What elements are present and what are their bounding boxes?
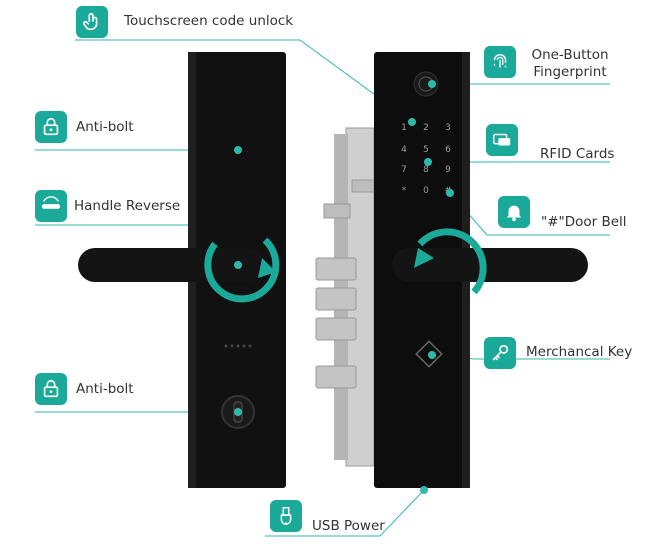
key-label: Merchancal Key [526, 344, 633, 360]
bell-icon [498, 196, 530, 228]
rfid-dot [424, 158, 432, 166]
key-dot [428, 351, 436, 359]
keypad-key: 5 [423, 145, 429, 155]
doorbell-label: "#"Door Bell [541, 214, 627, 230]
hand-touch-icon [76, 6, 108, 38]
mortise-body [315, 127, 375, 467]
padlock-icon [35, 373, 67, 405]
touchscreen-label: Touchscreen code unlock [124, 13, 294, 29]
keypad-key: 0 [423, 186, 429, 196]
usb-label: USB Power [312, 518, 385, 534]
fingerprint-label-line1: One-Button [531, 47, 609, 63]
antibolt-bottom-dot [234, 408, 242, 416]
fingerprint-label: One-Button Fingerprint [520, 47, 620, 81]
handle-icon [35, 190, 67, 222]
usb-line [265, 489, 425, 537]
antibolt-top-label: Anti-bolt [76, 119, 134, 135]
keypad-key: 7 [401, 165, 407, 175]
keypad-key: 9 [445, 165, 451, 175]
usb-dot [420, 486, 428, 494]
rfid-card-icon [486, 124, 518, 156]
touchscreen-dot [408, 118, 416, 126]
handle-reverse-label: Handle Reverse [74, 198, 181, 214]
keypad-key: 3 [445, 123, 451, 133]
fingerprint-label-line2: Fingerprint [533, 64, 607, 80]
usb-plug-icon [270, 500, 302, 532]
keypad-key: 1 [401, 123, 407, 133]
keypad-key: 8 [423, 165, 429, 175]
doorbell-dot [446, 189, 454, 197]
keypad-key: 6 [445, 145, 451, 155]
interior-handle [78, 237, 280, 303]
fingerprint-dot [428, 80, 436, 88]
padlock-icon [35, 111, 67, 143]
fingerprint-icon [484, 46, 516, 78]
rfid-label: RFID Cards [540, 146, 615, 162]
keypad-key: * [402, 186, 407, 196]
key-icon [484, 337, 516, 369]
antibolt-bottom-label: Anti-bolt [76, 381, 134, 397]
antibolt-top-dot [234, 146, 242, 154]
keypad-key: 2 [423, 123, 429, 133]
keypad-key: 4 [401, 145, 407, 155]
exterior-handle [392, 228, 588, 295]
